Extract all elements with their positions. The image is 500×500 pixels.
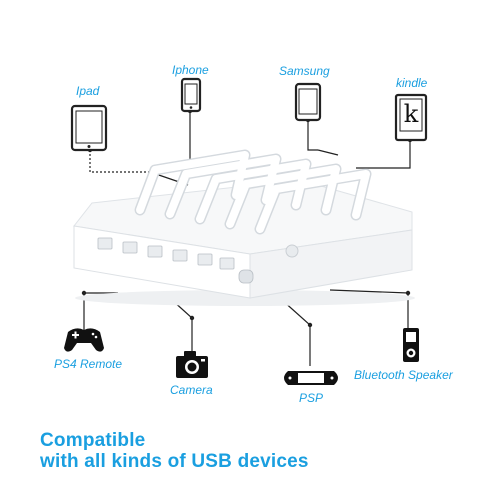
charging-station (73, 149, 415, 306)
speaker-icon (403, 328, 419, 362)
gamepad-icon (64, 328, 104, 352)
label-bluetooth-speaker: Bluetooth Speaker (354, 368, 453, 382)
label-ipad: Ipad (76, 84, 100, 98)
samsung-connector (307, 120, 318, 151)
usb-ports (97, 237, 254, 284)
iphone-icon (180, 77, 202, 113)
label-samsung: Samsung (279, 64, 330, 78)
label-psp: PSP (299, 391, 324, 405)
ipad-icon (70, 104, 108, 152)
samsung-icon (294, 82, 322, 122)
label-ps4-remote: PS4 Remote (54, 357, 123, 371)
divider-arches (134, 149, 372, 235)
label-iphone: Iphone (172, 63, 209, 77)
ipad-connector (89, 150, 150, 173)
kindle-icon (394, 93, 428, 142)
kindle-connector (356, 140, 411, 169)
headline: Compatible with all kinds of USB devices (40, 430, 309, 472)
camera-icon (176, 351, 208, 378)
psp-icon (284, 371, 338, 385)
headline-line-2: with all kinds of USB devices (40, 451, 309, 472)
camera-connector (171, 299, 193, 352)
samsung-connector-tail (317, 149, 339, 156)
label-camera: Camera (170, 383, 213, 397)
headline-line-1: Compatible (40, 430, 146, 451)
label-kindle: kindle (396, 76, 428, 90)
psp-connector (281, 299, 311, 366)
kindle-glyph: k (403, 100, 419, 128)
